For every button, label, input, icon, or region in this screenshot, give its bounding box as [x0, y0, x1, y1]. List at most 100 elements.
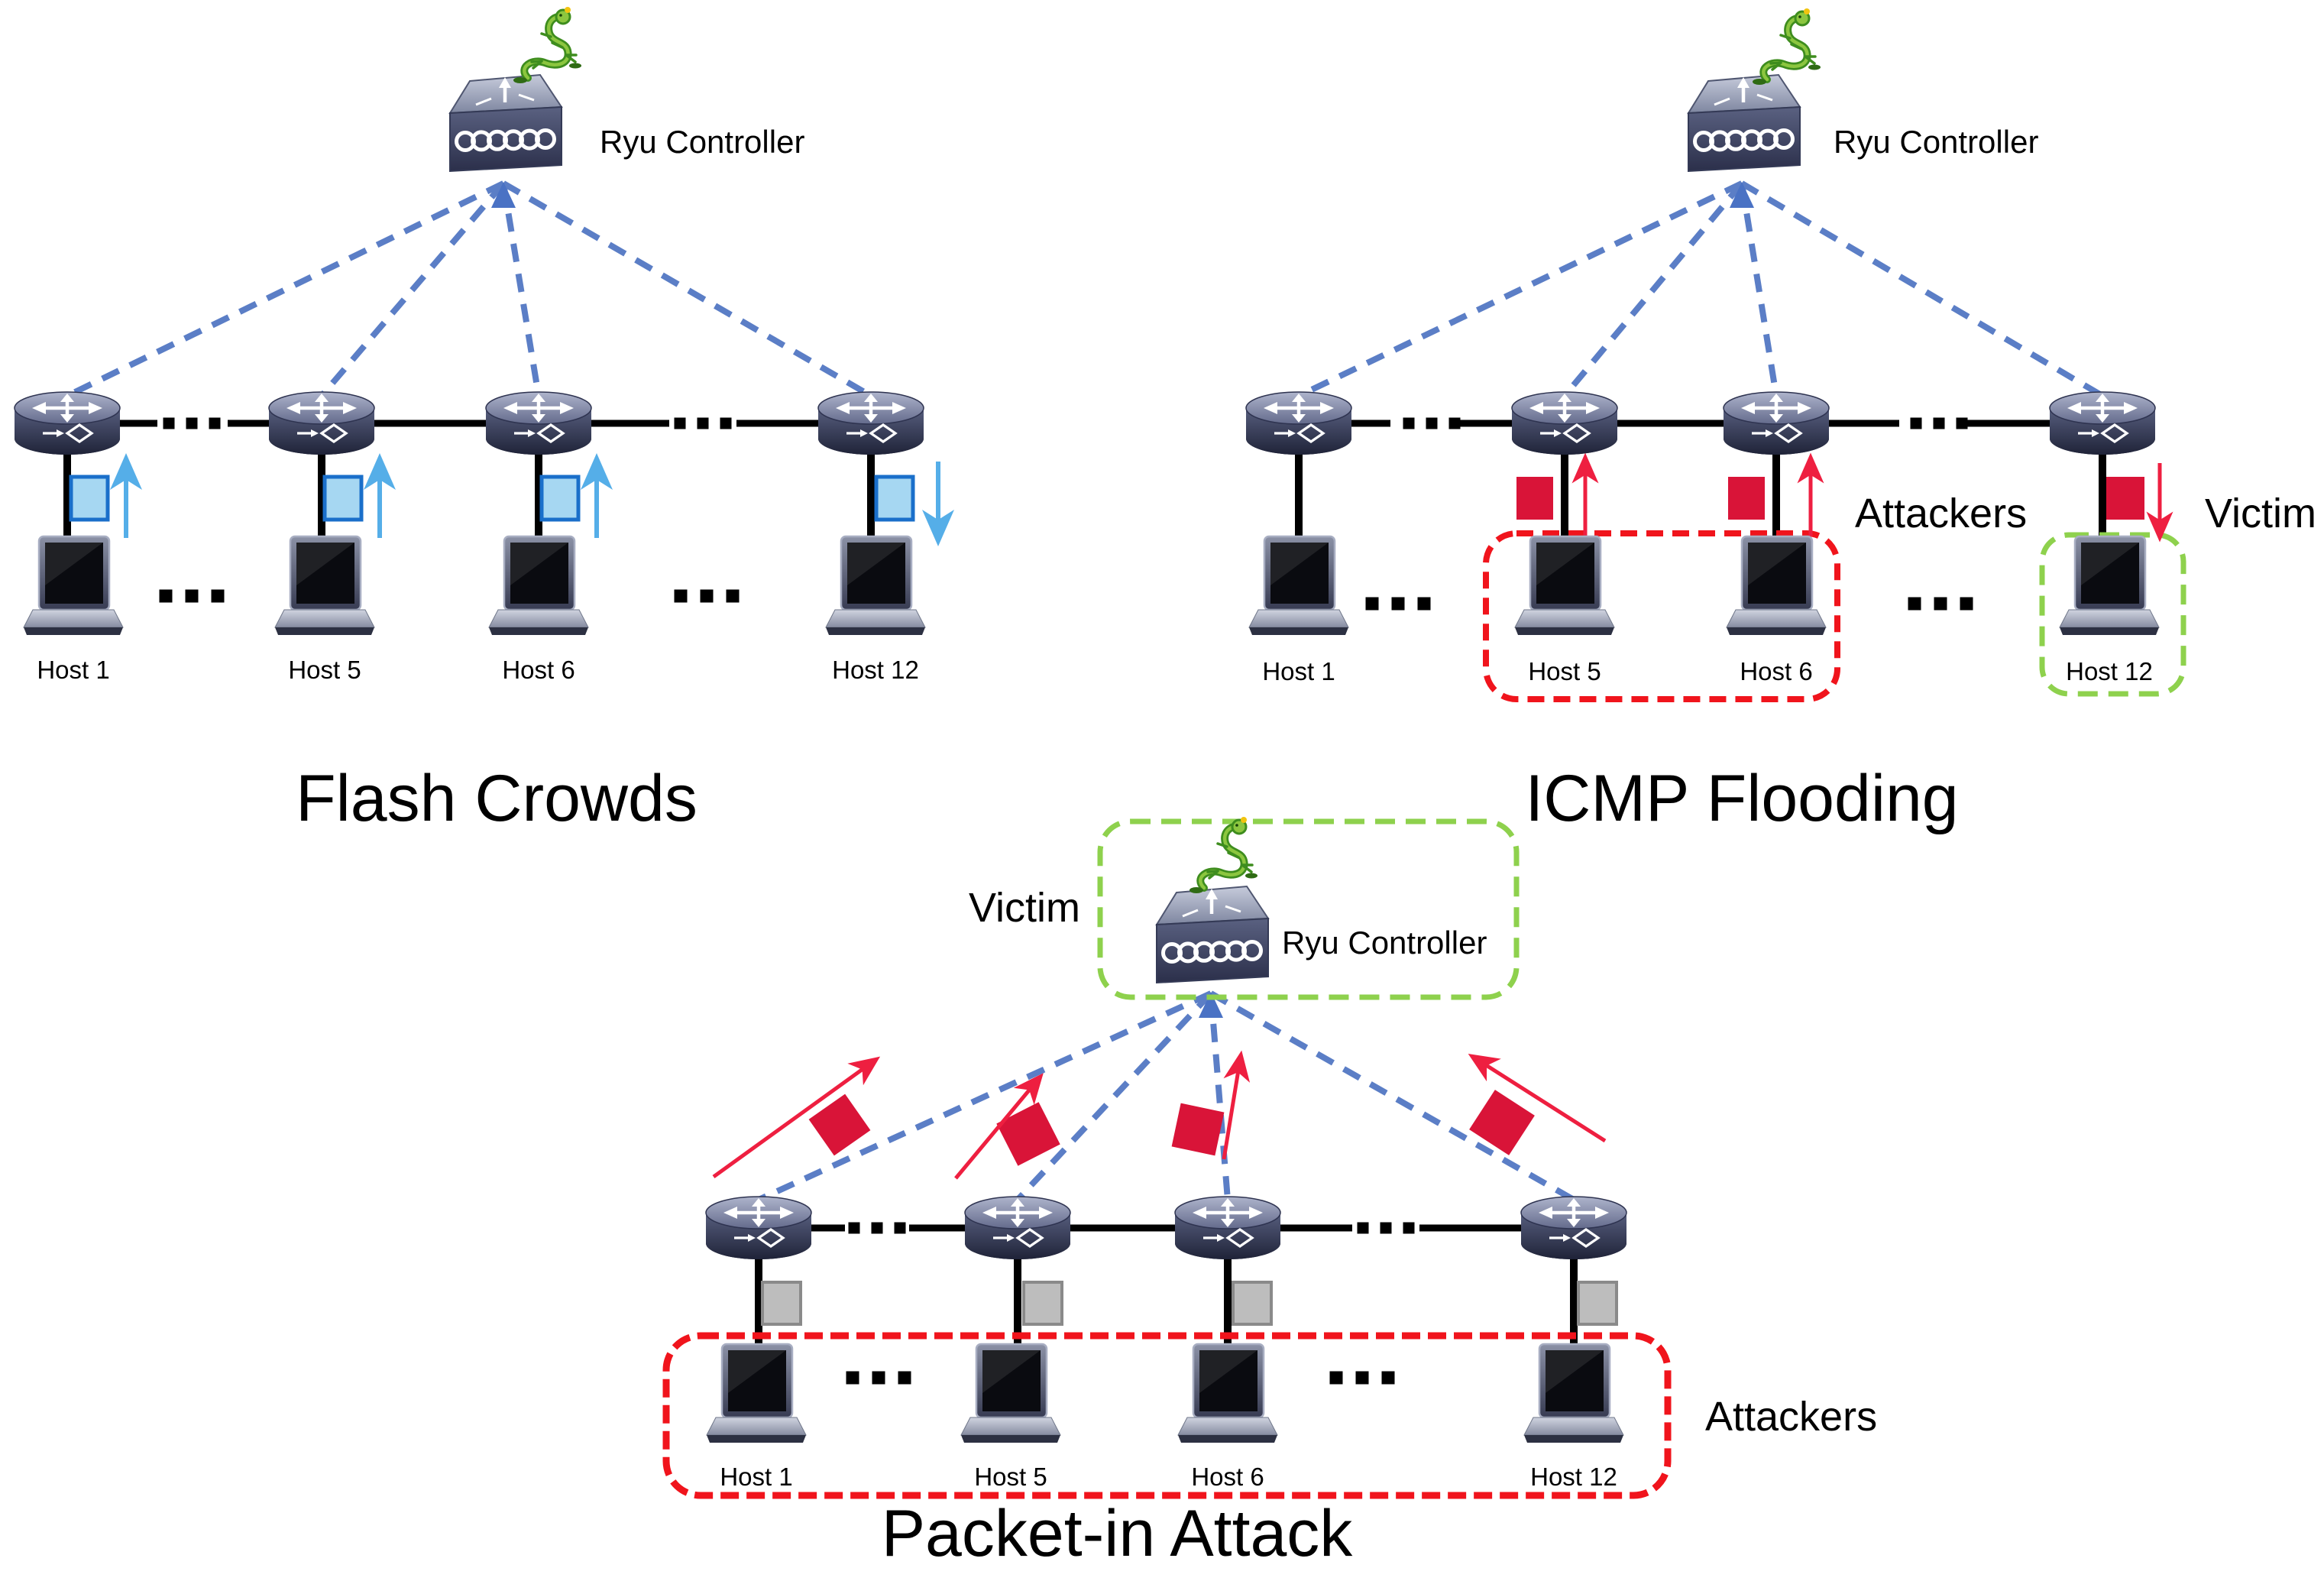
- victim-label: Victim: [2205, 491, 2316, 536]
- host-laptop-icon: [705, 1343, 808, 1444]
- ellipsis-dots: [1403, 1222, 1415, 1234]
- ellipsis-dots: [1329, 1371, 1343, 1385]
- gray-packet: [1022, 1281, 1063, 1326]
- ellipsis-dots: [185, 589, 199, 603]
- ellipsis-dots: [1426, 417, 1438, 429]
- controller-switch-link: [66, 180, 505, 399]
- benign-traffic-packet: [539, 475, 581, 522]
- host-laptop-icon: [824, 535, 927, 637]
- controller-switch-link: [319, 181, 507, 398]
- ellipsis-dots: [697, 417, 709, 429]
- host-laptop-icon: [1177, 1343, 1279, 1444]
- ellipsis-dots: [1934, 597, 1947, 611]
- host-laptop-icon: [1513, 535, 1616, 637]
- attackers-group-box: [662, 1332, 1672, 1499]
- ryu-controller-icon: [450, 75, 562, 171]
- fan-arrowhead-icon: [1199, 992, 1223, 1018]
- ellipsis-dots: [1910, 417, 1922, 429]
- controller-switch-link: [1562, 181, 1745, 398]
- fan-arrowhead-icon: [491, 182, 516, 208]
- fan-arrowhead-icon: [1730, 182, 1754, 208]
- ellipsis-dots: [1933, 417, 1945, 429]
- ellipsis-dots: [872, 1371, 885, 1385]
- controller-switch-link: [1015, 991, 1213, 1202]
- attackers-label: Attackers: [1855, 491, 2027, 536]
- host-label: Host 1: [37, 656, 109, 684]
- ellipsis-dots: [1357, 1222, 1369, 1234]
- ellipsis-dots: [1417, 597, 1431, 611]
- ellipsis-dots: [674, 589, 688, 603]
- ellipsis-dots: [898, 1371, 911, 1385]
- openflow-switch-icon: [706, 1197, 811, 1259]
- packet-in-flood-arrow: [712, 1056, 881, 1179]
- ellipsis-dots: [720, 417, 732, 429]
- openflow-switch-icon: [1724, 392, 1829, 455]
- openflow-switch-icon: [1512, 392, 1617, 455]
- controller-switch-link: [500, 183, 542, 397]
- host-laptop-icon: [274, 535, 376, 637]
- openflow-switch-icon: [1246, 392, 1351, 455]
- attackers-group-box: [1483, 530, 1840, 702]
- ellipsis-dots: [700, 589, 714, 603]
- controller-switch-link: [1739, 183, 1779, 397]
- controller-label: Ryu Controller: [1282, 925, 1487, 961]
- flash-crowds-title: Flash Crowds: [296, 762, 698, 835]
- ellipsis-dots: [1960, 597, 1973, 611]
- packet-in-message: [808, 1093, 871, 1156]
- ellipsis-dots: [674, 417, 686, 429]
- controller-switch-link: [501, 180, 873, 399]
- controller-switch-link: [757, 990, 1212, 1203]
- controller-switch-link: [1297, 180, 1743, 399]
- controller-label: Ryu Controller: [600, 124, 804, 160]
- benign-traffic-packet: [874, 475, 915, 522]
- host-label: Host 6: [502, 656, 575, 684]
- ellipsis-dots: [1391, 597, 1405, 611]
- host-laptop-icon: [487, 535, 590, 637]
- packet-in-attack-title: Packet-in Attack: [882, 1497, 1354, 1570]
- ellipsis-dots: [871, 1222, 883, 1234]
- victim-group-box: [1097, 818, 1520, 1000]
- ellipsis-dots: [726, 589, 740, 603]
- host-laptop-icon: [22, 535, 125, 637]
- ellipsis-dots: [163, 417, 175, 429]
- ellipsis-dots: [1956, 417, 1968, 429]
- victim-group-box: [2039, 532, 2186, 697]
- victim-label: Victim: [969, 885, 1080, 931]
- openflow-switch-icon: [1521, 1197, 1626, 1259]
- openflow-switch-icon: [965, 1197, 1070, 1259]
- host-label: Host 5: [1528, 657, 1601, 685]
- packet-in-message: [1469, 1090, 1535, 1155]
- icmp-attack-packet: [1516, 477, 1553, 520]
- ellipsis-dots: [211, 589, 225, 603]
- host-label: Host 1: [1262, 657, 1335, 685]
- host-label: Host 1: [720, 1463, 792, 1491]
- openflow-switch-icon: [818, 392, 924, 455]
- packet-in-flood-arrow: [1468, 1053, 1607, 1143]
- packet-in-message: [1171, 1103, 1225, 1156]
- gray-packet: [1232, 1281, 1273, 1326]
- ellipsis-dots: [1448, 417, 1461, 429]
- icmp-flooding-title: ICMP Flooding: [1525, 762, 1958, 835]
- host-label: Host 6: [1740, 657, 1812, 685]
- openflow-switch-icon: [1175, 1197, 1280, 1259]
- ellipsis-dots: [186, 417, 198, 429]
- host-laptop-icon: [960, 1343, 1062, 1444]
- ryu-controller-icon: [1157, 886, 1268, 983]
- ellipsis-dots: [1403, 417, 1415, 429]
- controller-switch-link: [1740, 180, 2105, 399]
- ellipsis-dots: [209, 417, 221, 429]
- host-laptop-icon: [1523, 1343, 1625, 1444]
- ellipsis-dots: [1381, 1371, 1395, 1385]
- benign-traffic-packet: [322, 475, 364, 522]
- ellipsis-dots: [1908, 597, 1921, 611]
- icmp-attack-packet: [1728, 477, 1765, 520]
- controller-switch-link: [1209, 990, 1575, 1203]
- packet-in-flood-arrow: [1222, 1050, 1251, 1160]
- controller-label: Ryu Controller: [1834, 124, 2038, 160]
- host-laptop-icon: [2058, 535, 2161, 637]
- gray-packet: [1577, 1281, 1618, 1326]
